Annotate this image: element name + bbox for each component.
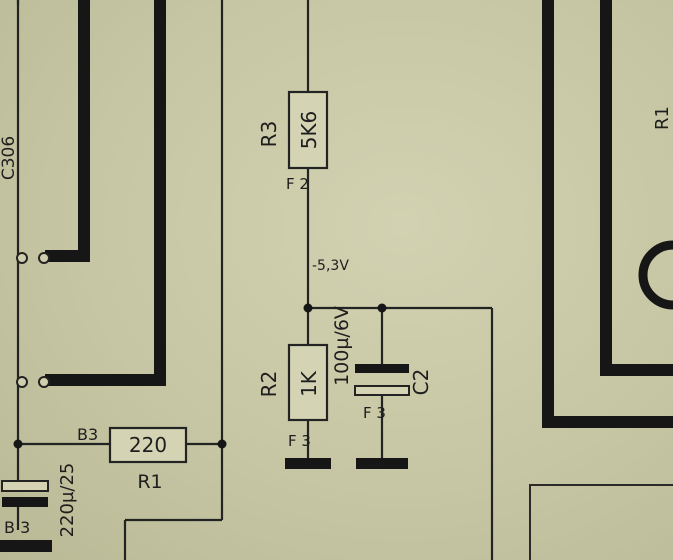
resistor-r3-body [287,90,329,170]
voltage-label: -5,3V [312,258,349,274]
terminal-circle [16,252,28,264]
ground-pad-r2 [285,458,331,469]
c2-pin-label: F 3 [363,404,386,422]
r3-pin-label: F 2 [286,175,309,193]
capacitor-c2-plate-open [354,385,410,396]
r1-pin-label: B3 [77,425,98,444]
junction-dot [217,439,227,449]
circle-trace-right [638,240,673,310]
r3-ref-label: R3 [257,121,281,148]
junction-dot [377,303,387,313]
r1-ref-label: R1 [137,471,162,493]
resistor-r2-body [287,343,329,422]
junction-dot [303,303,313,313]
thick-trace-right-inner [600,0,673,376]
c2-ref-label: C2 [409,369,433,396]
capacitor-bottom-plate-filled [2,497,48,507]
r2-value-label: 1K [297,370,321,397]
r-right-ref-label: R1 [652,106,673,130]
thick-trace-mid [45,0,166,386]
thick-trace-right-outer [542,0,673,428]
r2-ref-label: R2 [257,371,281,398]
terminal-circle [16,376,28,388]
box-bottom-right [529,484,673,560]
ground-pad-bottom-left [0,540,52,552]
junction-dot [13,439,23,449]
capacitor-bottom-plate-open [1,480,49,492]
resistor-r1-body [108,426,188,464]
c-bottom-pin-label: B 3 [4,518,30,537]
c306-ref-label: C306 [0,136,19,180]
capacitor-c2-plate-filled [355,364,409,373]
ground-pad-c2 [356,458,408,469]
r3-value-label: 5K6 [297,111,321,150]
r2-pin-label: F 3 [288,432,311,450]
terminal-circle [38,376,50,388]
c-bottom-value-label: 220µ/25 [57,463,78,538]
terminal-circle [38,252,50,264]
thick-trace-left [45,0,90,262]
r1-value-label: 220 [129,433,167,457]
c2-value-label: 100µ/6V [331,306,353,386]
